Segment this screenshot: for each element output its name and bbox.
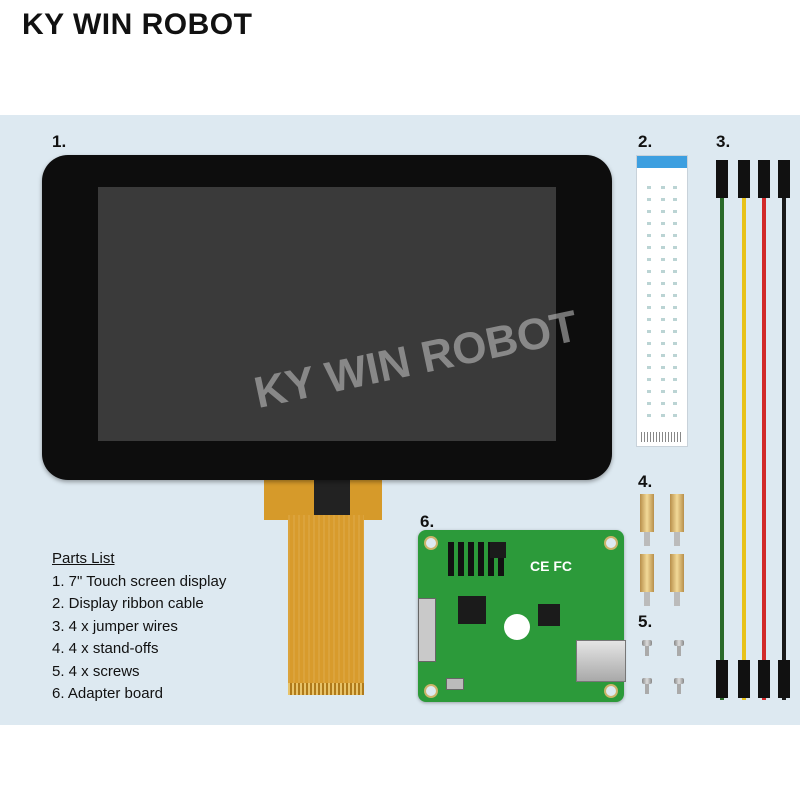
parts-list-item: 4. 4 x stand-offs	[52, 640, 159, 657]
parts-list-title: Parts List	[52, 550, 115, 567]
display-connector	[418, 598, 436, 662]
inductor-chip	[490, 542, 506, 558]
ribbon-cable-print	[647, 186, 651, 426]
ribbon-cable-print	[673, 186, 677, 426]
display-ribbon-cable	[636, 155, 688, 447]
page-title: KY WIN ROBOT	[22, 8, 253, 41]
screw	[674, 678, 684, 694]
label-4: 4.	[638, 472, 653, 491]
label-1: 1.	[52, 132, 67, 151]
usb-port	[576, 640, 626, 682]
display-screen	[98, 187, 556, 441]
ribbon-cable-blue-end	[637, 156, 687, 168]
ribbon-cable-print	[661, 186, 665, 426]
standoff	[670, 494, 684, 546]
certification-marks: CE FC	[530, 558, 572, 574]
parts-list-item: 2. Display ribbon cable	[52, 595, 204, 612]
jumper-wire-green	[716, 160, 728, 700]
touch-screen-display	[42, 155, 612, 480]
parts-list: Parts List 1. 7" Touch screen display 2.…	[52, 548, 226, 706]
jumper-wire-black	[778, 160, 790, 700]
standoff	[670, 554, 684, 606]
jumper-wire-yellow	[738, 160, 750, 700]
screw	[642, 640, 652, 656]
label-5: 5.	[638, 612, 653, 631]
micro-usb-port	[446, 678, 464, 690]
display-flex-cable	[288, 515, 364, 693]
parts-list-item: 3. 4 x jumper wires	[52, 617, 178, 635]
label-2: 2.	[638, 132, 653, 151]
parts-list-item: 1. 7" Touch screen display	[52, 572, 227, 590]
adapter-board: CE FC	[418, 530, 626, 702]
raspberry-pi-logo	[504, 614, 530, 640]
main-chip	[458, 596, 486, 624]
ribbon-cable-contacts	[641, 432, 683, 442]
standoff	[640, 494, 654, 546]
label-3: 3.	[716, 132, 731, 151]
screw	[642, 678, 652, 694]
flex-cable-chip	[314, 478, 350, 518]
standoff	[640, 554, 654, 606]
screw	[674, 640, 684, 656]
parts-list-item: 5. 4 x screws	[52, 662, 140, 680]
flex-cable-pins	[288, 683, 364, 695]
parts-list-item: 6. Adapter board	[52, 685, 163, 702]
label-6: 6.	[420, 512, 435, 531]
jumper-wire-red	[758, 160, 770, 700]
controller-chip	[538, 604, 560, 626]
